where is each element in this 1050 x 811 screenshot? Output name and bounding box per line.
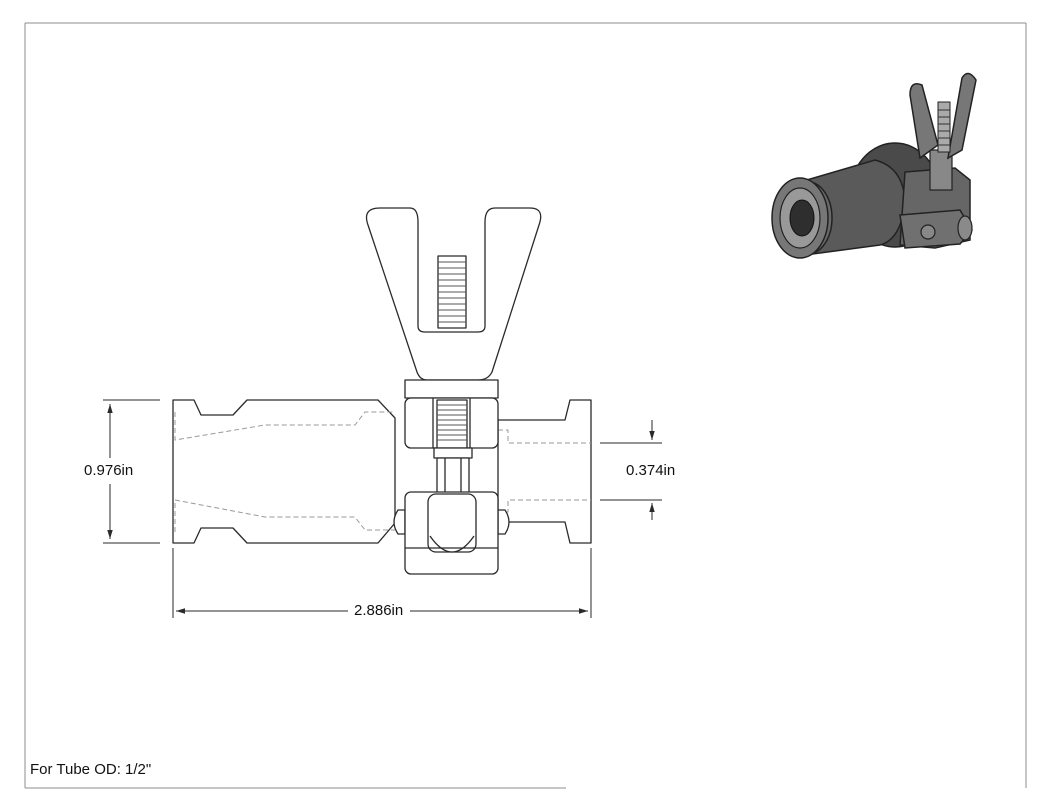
dimension-overall-height (103, 399, 160, 544)
left-ferrule-outline (172, 399, 396, 544)
middle-thread (436, 399, 468, 449)
middle-thread-lines (437, 404, 467, 441)
upper-thread-lines (438, 261, 466, 323)
dimension-bore (600, 420, 662, 520)
right-ferrule-outline (497, 399, 592, 544)
isometric-view (771, 72, 977, 259)
hinge-pin-left (393, 509, 406, 535)
sheet-border (24, 22, 1027, 789)
overall-length-label: 2.886in (352, 602, 406, 620)
bolt-shank (433, 447, 473, 459)
clamp-upper-block (404, 379, 499, 399)
overall-height-label: 0.976in (82, 462, 136, 480)
bolt-neck (436, 457, 470, 495)
dimension-overall-length (172, 548, 592, 618)
bore-diameter-label: 0.374in (624, 462, 678, 480)
clamp-front-view (172, 207, 592, 575)
tube-od-note: For Tube OD: 1/2" (30, 761, 152, 778)
hinge-pin-right (497, 509, 510, 535)
wing-nut (365, 207, 542, 381)
